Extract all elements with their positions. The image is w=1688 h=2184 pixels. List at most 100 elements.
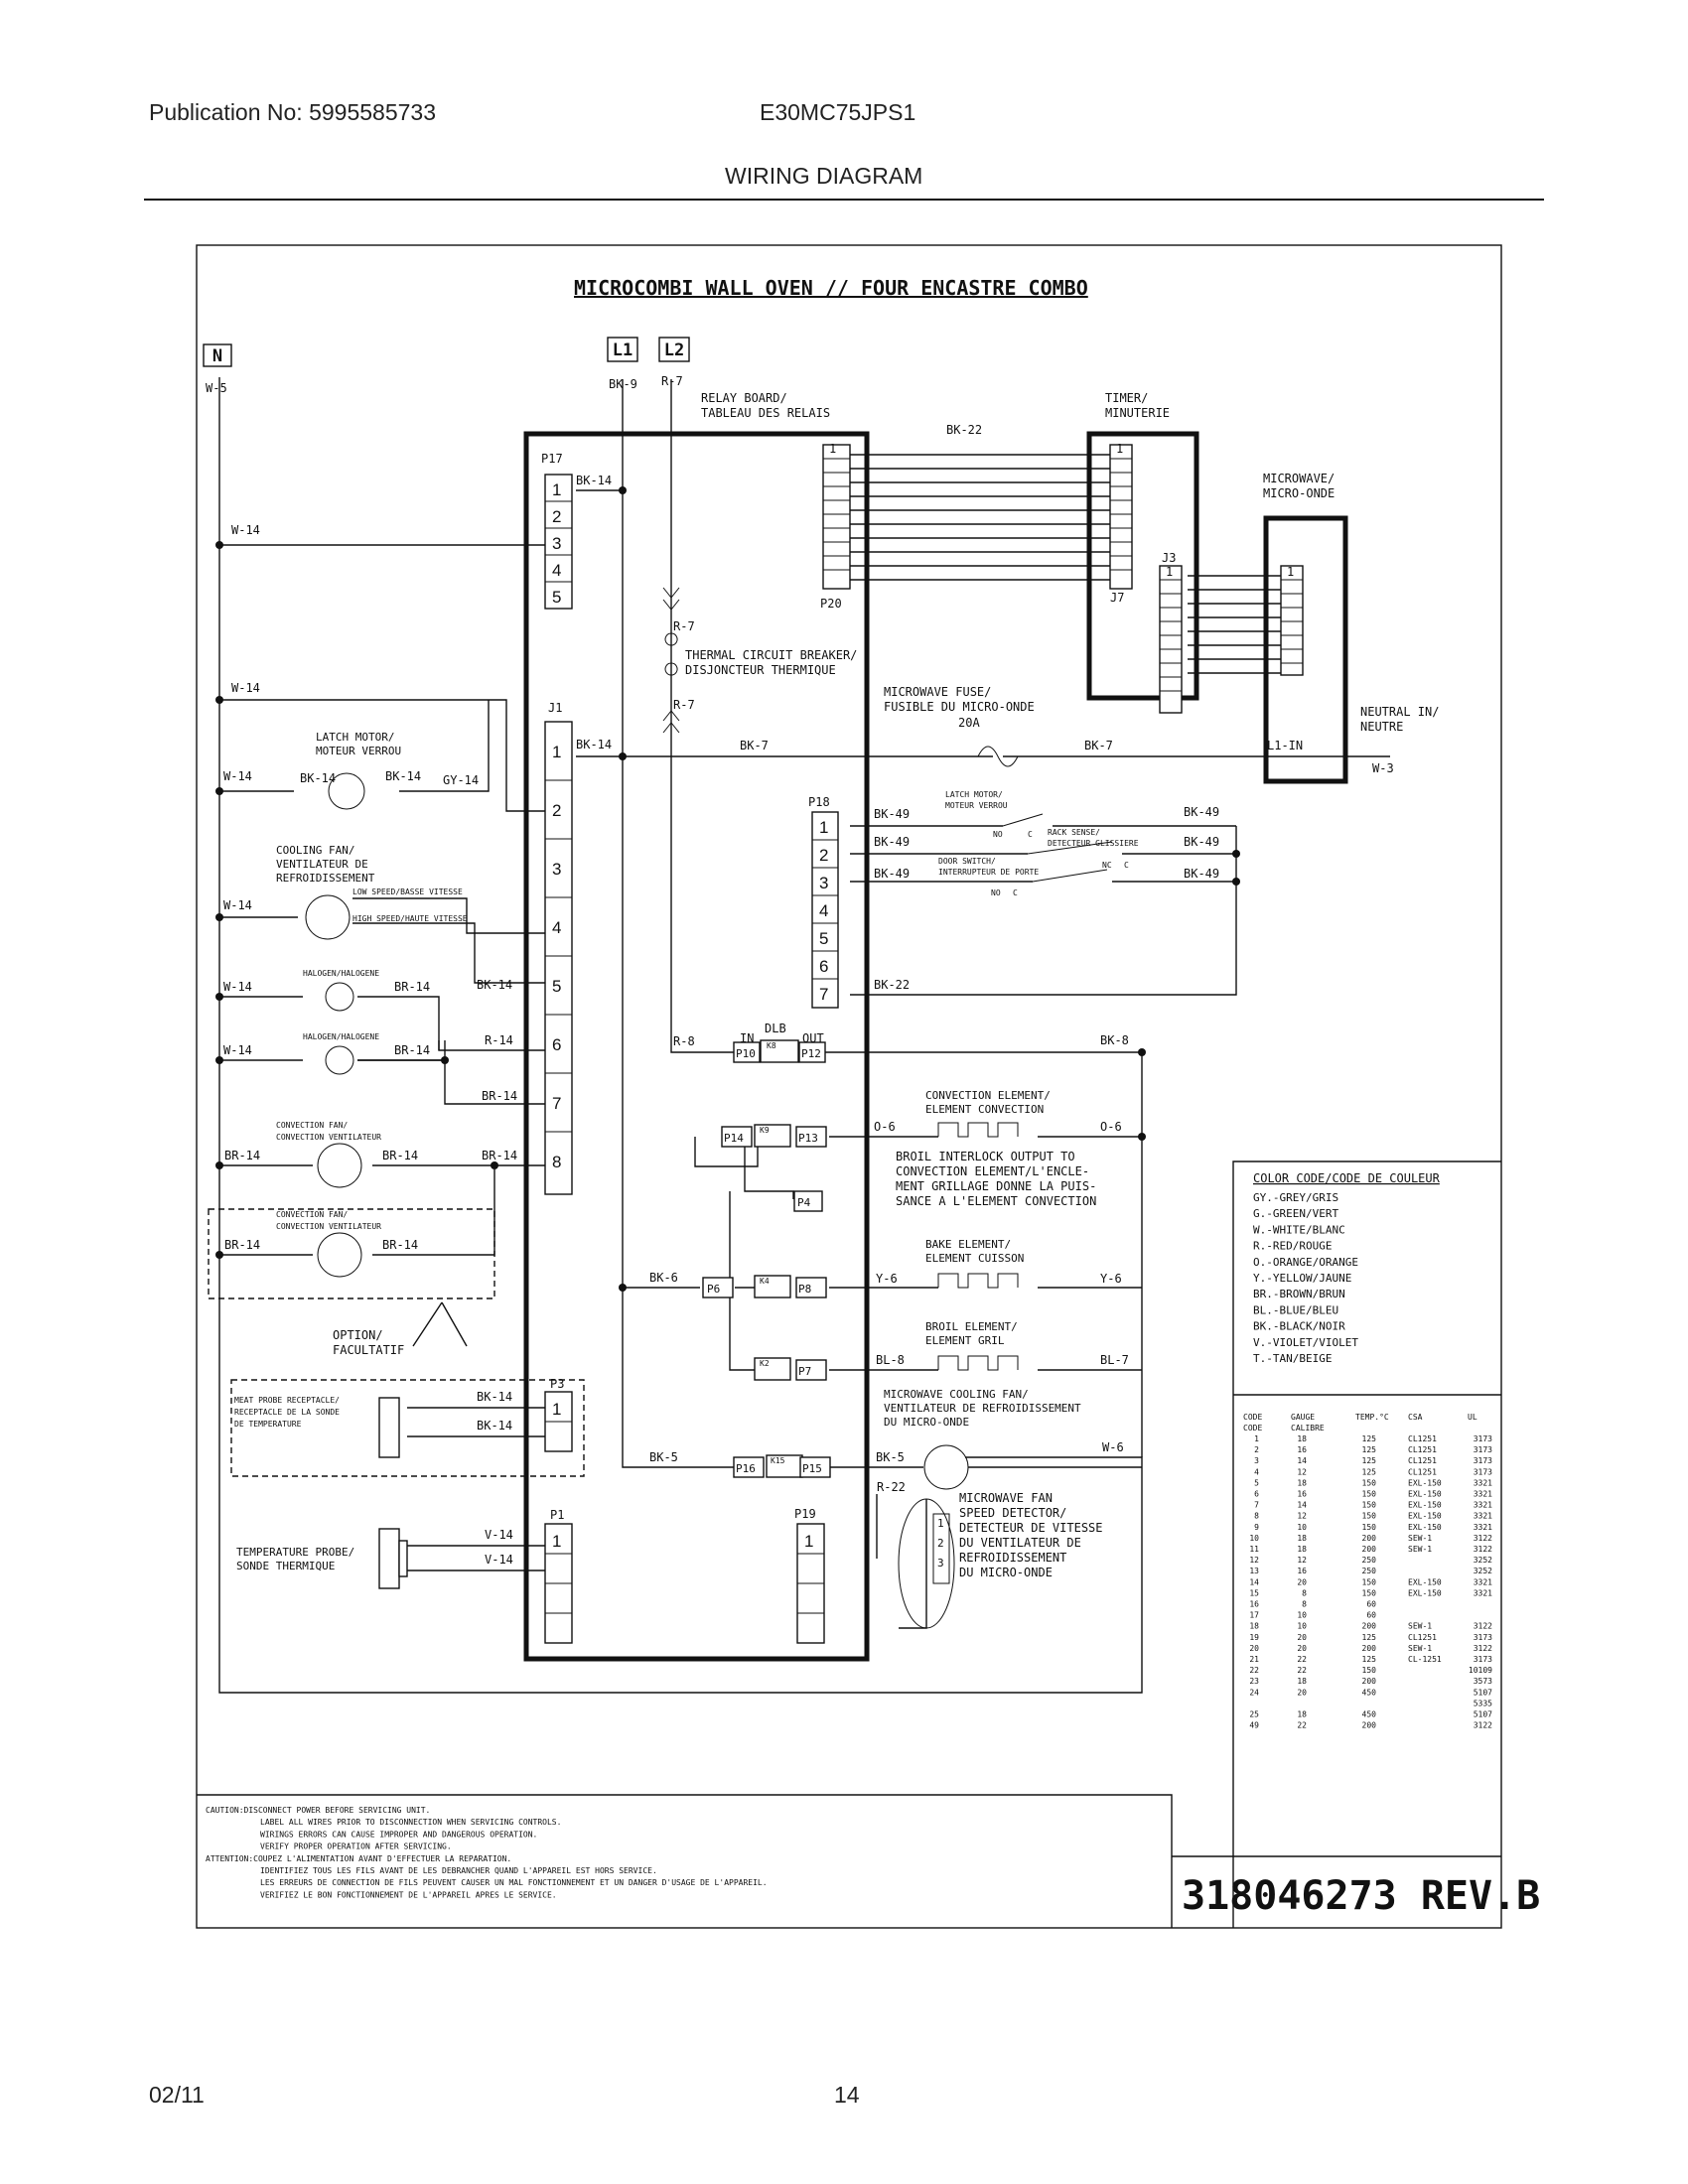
mw-detector-label-6: DU MICRO-ONDE xyxy=(959,1566,1053,1579)
junction-dots xyxy=(215,486,1240,1292)
gauge-table-cell: 14 xyxy=(1249,1577,1259,1586)
wire-r7-label: R-7 xyxy=(661,374,683,388)
gauge-table-cell: 2 xyxy=(1254,1445,1259,1454)
dlb-in-label: IN xyxy=(740,1031,754,1045)
broil-element-label-1: BROIL ELEMENT/ xyxy=(925,1320,1018,1333)
gauge-table-cell: 22 xyxy=(1297,1655,1307,1664)
gauge-table-cell: 125 xyxy=(1362,1456,1377,1465)
terminal-p6-label: P6 xyxy=(707,1283,720,1296)
color-code-title: COLOR CODE/CODE DE COULEUR xyxy=(1253,1171,1441,1185)
p17-pin-3: 3 xyxy=(552,534,561,553)
door-switch-label-2: INTERRUPTEUR DE PORTE xyxy=(938,868,1039,877)
gauge-table-cell: 25 xyxy=(1249,1710,1259,1719)
broil-element-symbol xyxy=(937,1355,1019,1371)
mw-fan-detector-symbol xyxy=(898,1498,955,1629)
wire-bk14-latch-label-1: BK-14 xyxy=(300,771,336,785)
gauge-table-cell: 3122 xyxy=(1474,1644,1492,1653)
gauge-table-cell: 150 xyxy=(1362,1588,1377,1597)
color-code-entry: O.-ORANGE/ORANGE xyxy=(1253,1256,1358,1269)
convection-element-symbol xyxy=(937,1122,1019,1138)
gauge-table-cell: 12 xyxy=(1297,1512,1307,1521)
bake-element-label-1: BAKE ELEMENT/ xyxy=(925,1238,1011,1251)
mw-cooling-fan-label-1: MICROWAVE COOLING FAN/ xyxy=(884,1388,1029,1401)
wire-r7-label-3: R-7 xyxy=(673,698,695,712)
wire-gy14-label: GY-14 xyxy=(443,773,479,787)
gauge-table-cell: 125 xyxy=(1362,1467,1377,1476)
wire-w14-label-2: W-14 xyxy=(231,681,260,695)
color-code-entry: W.-WHITE/BLANC xyxy=(1253,1223,1345,1236)
gauge-table-cell: 10109 xyxy=(1469,1666,1492,1675)
gauge-table-cell: 10 xyxy=(1297,1523,1307,1532)
gauge-table-cell: 150 xyxy=(1362,1501,1377,1510)
caution-line: LES ERREURS DE CONNECTION DE FILS PEUVEN… xyxy=(260,1878,768,1887)
wire-bk5-label: BK-5 xyxy=(649,1450,678,1464)
connector-p18-label: P18 xyxy=(808,795,830,809)
wire-bl8-label: BL-8 xyxy=(876,1353,905,1367)
wire-bk14-p17-label: BK-14 xyxy=(576,474,612,487)
wire-v14-label-2: V-14 xyxy=(485,1553,513,1567)
gauge-table-cell: 16 xyxy=(1297,1490,1307,1499)
gauge-table-cell: 22 xyxy=(1297,1721,1307,1730)
rack-nc-label: NC xyxy=(1102,861,1112,870)
wire-cooling-fan-high xyxy=(352,922,545,984)
option-label-1: OPTION/ xyxy=(333,1328,383,1342)
halogen-1-label: HALOGEN/HALOGENE xyxy=(303,969,379,978)
wire-w14-label-1: W-14 xyxy=(231,523,260,537)
gauge-table-cell: 20 xyxy=(1249,1644,1259,1653)
cooling-fan-label-2: VENTILATEUR DE xyxy=(276,858,368,871)
terminal-p12 xyxy=(798,1041,826,1063)
detector-pin-2: 2 xyxy=(937,1537,944,1550)
mw-cooling-fan-symbol xyxy=(923,1444,969,1490)
gauge-table-cell: 18 xyxy=(1297,1545,1307,1554)
wire-y6-label-1: Y-6 xyxy=(876,1272,898,1286)
wire-w14-fan-label: W-14 xyxy=(223,898,252,912)
gauge-table-cell: 3173 xyxy=(1474,1456,1492,1465)
wire-p14-loop xyxy=(694,1137,759,1167)
gauge-table-cell: EXL-150 xyxy=(1408,1512,1442,1521)
gauge-table-cell: 22 xyxy=(1297,1666,1307,1675)
gauge-table-cell: 5107 xyxy=(1474,1710,1492,1719)
neutral-in-label-2: NEUTRE xyxy=(1360,720,1403,734)
mw-pin-dividers xyxy=(1281,579,1303,664)
gauge-table-cell: 3173 xyxy=(1474,1655,1492,1664)
option-fan-symbol xyxy=(317,1232,362,1278)
meat-probe-label-3: DE TEMPERATURE xyxy=(234,1420,302,1429)
mw-detector-label-3: DETECTEUR DE VITESSE xyxy=(959,1521,1103,1535)
gauge-table-cell: 60 xyxy=(1366,1611,1376,1620)
temp-probe-label-2: SONDE THERMIQUE xyxy=(236,1560,335,1572)
temp-probe-label-1: TEMPERATURE PROBE/ xyxy=(236,1546,354,1559)
thermal-breaker-label-2: DISJONCTEUR THERMIQUE xyxy=(685,663,836,677)
connector-p17 xyxy=(544,474,573,610)
gauge-table-cell: 5107 xyxy=(1474,1688,1492,1697)
relay-k9 xyxy=(754,1124,791,1148)
convection-fan-symbol xyxy=(317,1143,362,1188)
p18-pin-5: 5 xyxy=(819,929,828,948)
gauge-table-cell: 3321 xyxy=(1474,1588,1492,1597)
connector-p20 xyxy=(822,444,851,590)
wire-br14-conv-label-2: BR-14 xyxy=(382,1149,418,1162)
gauge-table-cell: 18 xyxy=(1297,1478,1307,1487)
mw-fuse-label-3: 20A xyxy=(958,716,980,730)
wire-temp-probe xyxy=(407,1545,545,1571)
gauge-table-cell: 8 xyxy=(1254,1512,1259,1521)
detector-pin-1: 1 xyxy=(937,1517,944,1530)
wire-br14-conv-label-3: BR-14 xyxy=(482,1149,517,1162)
p18-pin-dividers xyxy=(812,839,838,980)
j7-pin-dividers xyxy=(1110,458,1132,571)
gauge-table-cell: SEW-1 xyxy=(1408,1622,1432,1631)
option-fan-label-2: CONVECTION VENTILATEUR xyxy=(276,1222,381,1231)
gauge-table-cell: 150 xyxy=(1362,1666,1377,1675)
gauge-table-cell: 13 xyxy=(1249,1567,1259,1575)
footer-date: 02/11 xyxy=(149,2082,205,2108)
gauge-table-cell: 3173 xyxy=(1474,1633,1492,1642)
wire-meat-probe xyxy=(407,1407,545,1437)
relay-k8-label: K8 xyxy=(767,1041,776,1050)
microwave-outline xyxy=(1263,515,1348,784)
connector-p18 xyxy=(811,811,839,1009)
gauge-table-cell: SEW-1 xyxy=(1408,1545,1432,1554)
wire-v14-label-1: V-14 xyxy=(485,1528,513,1542)
wire-bk6-label: BK-6 xyxy=(649,1271,678,1285)
gauge-table-cell: 4 xyxy=(1254,1467,1259,1476)
gauge-table-cell: EXL-150 xyxy=(1408,1478,1442,1487)
